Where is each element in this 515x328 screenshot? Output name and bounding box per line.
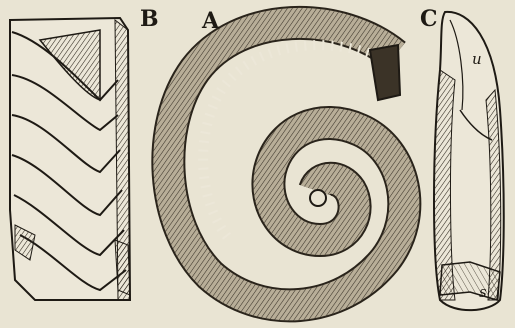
part-label-u: u — [472, 52, 482, 67]
figure-c-label: C — [420, 8, 438, 30]
figure-b-label: B — [140, 8, 159, 30]
figure-a-label: A — [202, 10, 219, 32]
figure-b-shell-fragment — [10, 18, 130, 300]
figure-c-cross-section — [434, 12, 504, 310]
figure-a-coiled-shell — [168, 23, 404, 305]
part-label-s: s — [479, 285, 487, 300]
